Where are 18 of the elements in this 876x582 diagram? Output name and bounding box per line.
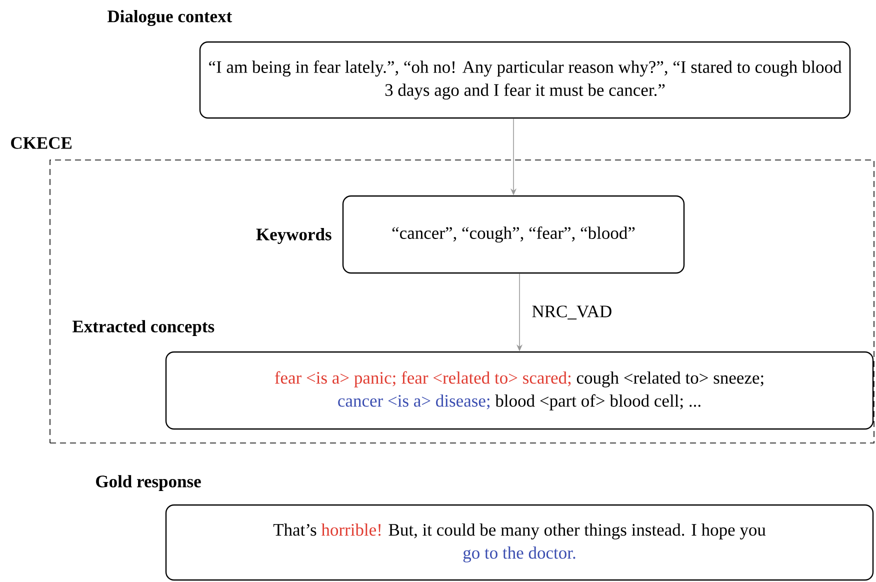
text-box: “cancer”, “cough”, “fear”, “blood”	[342, 195, 685, 274]
edge-label: NRC_VAD	[532, 306, 612, 320]
heading: Extracted concepts	[72, 320, 214, 336]
node-label: That’s	[273, 523, 316, 536]
node-label: go to the doctor.	[463, 546, 576, 562]
text-box: That’s horrible! But, it could be many other things instead. I hope you go to the doctor.	[165, 504, 874, 581]
heading: CKECE	[11, 137, 72, 149]
node-label: fear <is a> panic; fear <related to> scared;	[274, 371, 571, 388]
node-label: cough <related to> sneeze;	[576, 371, 764, 388]
text-box: “I am being in fear lately.”, “oh no! Any particular reason why?”, “I stared to cough blood 3 days ago and I fear it must be cancer.”	[199, 41, 851, 119]
node-label: cancer <is a> disease;	[338, 394, 490, 410]
node-label: horrible!	[321, 523, 381, 536]
heading: Dialogue context	[108, 10, 232, 26]
node-label: blood <part of> blood cell; ...	[495, 394, 700, 410]
node-label: But, it could be many other things instead. I hope you	[388, 523, 766, 540]
heading: Gold response	[96, 475, 201, 491]
text-box: fear <is a> panic; fear <related to> scared; cough <related to> sneeze; cancer <is a> disease; blood <part of> blood cell; ...	[165, 351, 874, 430]
heading: Keywords	[256, 228, 332, 244]
